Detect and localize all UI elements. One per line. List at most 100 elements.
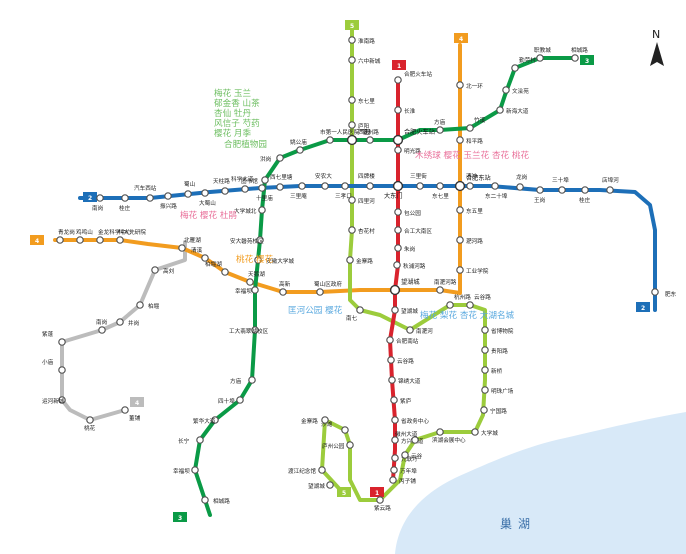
station-marker-l3_n10[interactable]: [436, 126, 444, 134]
station-marker-l1_n8[interactable]: [393, 261, 401, 269]
station-marker-l2_w12[interactable]: [321, 182, 329, 190]
station-marker-l2_w2[interactable]: [121, 194, 129, 202]
station-marker-f_w7[interactable]: [58, 396, 66, 404]
station-marker-l4_w8[interactable]: [246, 278, 254, 286]
station-marker-l1_s5[interactable]: [388, 376, 396, 384]
station-marker-l5_s20[interactable]: [326, 481, 334, 489]
station-marker-l3_s2[interactable]: [251, 326, 259, 334]
station-marker-l1_n2[interactable]: [394, 106, 402, 114]
station-marker-l2_e6[interactable]: [558, 186, 566, 194]
station-marker-l2_e8[interactable]: [606, 186, 614, 194]
station-marker-l2_w4[interactable]: [164, 192, 172, 200]
station-marker-l3_s6[interactable]: [248, 376, 256, 384]
station-marker-f_w8[interactable]: [86, 416, 94, 424]
station-marker-l5_s8[interactable]: [481, 366, 489, 374]
station-marker-l4_e2[interactable]: [456, 236, 464, 244]
station-marker-l5_s5[interactable]: [466, 301, 474, 309]
station-marker-l1_s6[interactable]: [390, 396, 398, 404]
station-marker-l2_w15[interactable]: [392, 180, 404, 192]
station-marker-l1_s11[interactable]: [389, 476, 397, 484]
station-marker-l5_s3[interactable]: [406, 326, 414, 334]
station-marker-l2_w5[interactable]: [184, 190, 192, 198]
station-marker-l5_n1[interactable]: [348, 36, 356, 44]
station-marker-l1_n6[interactable]: [394, 226, 402, 234]
station-marker-l5_s1[interactable]: [346, 256, 354, 264]
station-marker-l3_s5[interactable]: [251, 286, 259, 294]
station-marker-l5_s14[interactable]: [401, 451, 409, 459]
station-marker-l2_e7[interactable]: [581, 186, 589, 194]
station-marker-l4_e6[interactable]: [456, 81, 464, 89]
station-marker-f_w2[interactable]: [136, 301, 144, 309]
station-marker-l3_n4[interactable]: [502, 86, 510, 94]
station-marker-l2_w8[interactable]: [241, 185, 249, 193]
station-marker-l1_n3[interactable]: [394, 146, 402, 154]
station-marker-l5_s15[interactable]: [376, 496, 384, 504]
station-marker-l2_e9[interactable]: [651, 288, 659, 296]
station-marker-l2_w14[interactable]: [366, 182, 374, 190]
station-marker-l4_w7[interactable]: [221, 268, 229, 276]
station-marker-l5_s17[interactable]: [341, 426, 349, 434]
station-marker-l1_n1[interactable]: [394, 76, 402, 84]
station-marker-l4_w12[interactable]: [436, 286, 444, 294]
station-marker-l2_w10[interactable]: [276, 183, 284, 191]
station-marker-l2_w11[interactable]: [298, 182, 306, 190]
station-marker-l4_w6[interactable]: [201, 254, 209, 262]
station-marker-l3_n2[interactable]: [536, 54, 544, 62]
station-marker-l3_n7[interactable]: [496, 106, 504, 114]
station-marker-l2_w13[interactable]: [341, 182, 349, 190]
station-marker-l2_e2[interactable]: [466, 182, 474, 190]
station-marker-l4_e4[interactable]: [454, 180, 466, 192]
station-marker-l3_n1[interactable]: [571, 54, 579, 62]
station-marker-f_w4[interactable]: [98, 326, 106, 334]
station-marker-l3_c2[interactable]: [326, 136, 334, 144]
station-marker-l2_w1[interactable]: [96, 194, 104, 202]
station-marker-l1_n7[interactable]: [394, 244, 402, 252]
station-marker-l2_w3[interactable]: [146, 194, 154, 202]
station-marker-l4_w4[interactable]: [116, 236, 124, 244]
station-marker-l5_n5[interactable]: [346, 134, 358, 146]
station-marker-l3_s1[interactable]: [258, 206, 266, 214]
station-marker-l5_s12[interactable]: [436, 428, 444, 436]
station-marker-l3_c8[interactable]: [261, 176, 269, 184]
station-marker-l4_w9[interactable]: [279, 288, 287, 296]
station-marker-f_w3[interactable]: [116, 318, 124, 326]
station-marker-l5_s10[interactable]: [480, 406, 488, 414]
station-marker-l2_e5[interactable]: [536, 186, 544, 194]
station-marker-l5_s4[interactable]: [446, 301, 454, 309]
station-marker-l5_n4[interactable]: [348, 121, 356, 129]
station-marker-l2_w7[interactable]: [221, 187, 229, 195]
station-marker-l1_s3[interactable]: [386, 336, 394, 344]
station-marker-l4_e1[interactable]: [456, 266, 464, 274]
station-marker-l1_s8[interactable]: [391, 436, 399, 444]
station-marker-l5_s2[interactable]: [356, 306, 364, 314]
station-marker-l1_s7[interactable]: [391, 416, 399, 424]
station-marker-l5_n8[interactable]: [348, 226, 356, 234]
station-marker-l5_s16[interactable]: [346, 441, 354, 449]
station-marker-f_w9[interactable]: [121, 406, 129, 414]
station-marker-l1_n5[interactable]: [394, 208, 402, 216]
station-marker-l3_s3[interactable]: [256, 236, 264, 244]
station-marker-l2_w16[interactable]: [416, 182, 424, 190]
station-marker-l3_s10[interactable]: [191, 466, 199, 474]
station-marker-l4_e3[interactable]: [456, 206, 464, 214]
station-marker-l3_n8[interactable]: [466, 124, 474, 132]
station-marker-l2_e3[interactable]: [491, 182, 499, 190]
station-marker-f_w1[interactable]: [151, 266, 159, 274]
station-marker-l5_s13[interactable]: [411, 436, 419, 444]
station-marker-l3_s9[interactable]: [196, 436, 204, 444]
station-marker-l5_s18[interactable]: [321, 416, 329, 424]
station-marker-l3_n3[interactable]: [511, 64, 519, 72]
station-marker-l5_s11[interactable]: [471, 428, 479, 436]
station-marker-l3_s11[interactable]: [201, 496, 209, 504]
station-marker-l5_n2[interactable]: [348, 56, 356, 64]
station-marker-l3_c4[interactable]: [296, 146, 304, 154]
station-marker-l2_e4[interactable]: [516, 183, 524, 191]
station-marker-l1_s2[interactable]: [391, 306, 399, 314]
station-marker-l3_n12[interactable]: [392, 134, 404, 146]
station-marker-l1_s9[interactable]: [391, 454, 399, 462]
station-marker-l3_s4[interactable]: [254, 256, 262, 264]
station-marker-l2_e1[interactable]: [436, 182, 444, 190]
station-marker-l2_w9[interactable]: [258, 184, 266, 192]
station-marker-l5_s6[interactable]: [481, 326, 489, 334]
station-marker-l1_s10[interactable]: [390, 466, 398, 474]
